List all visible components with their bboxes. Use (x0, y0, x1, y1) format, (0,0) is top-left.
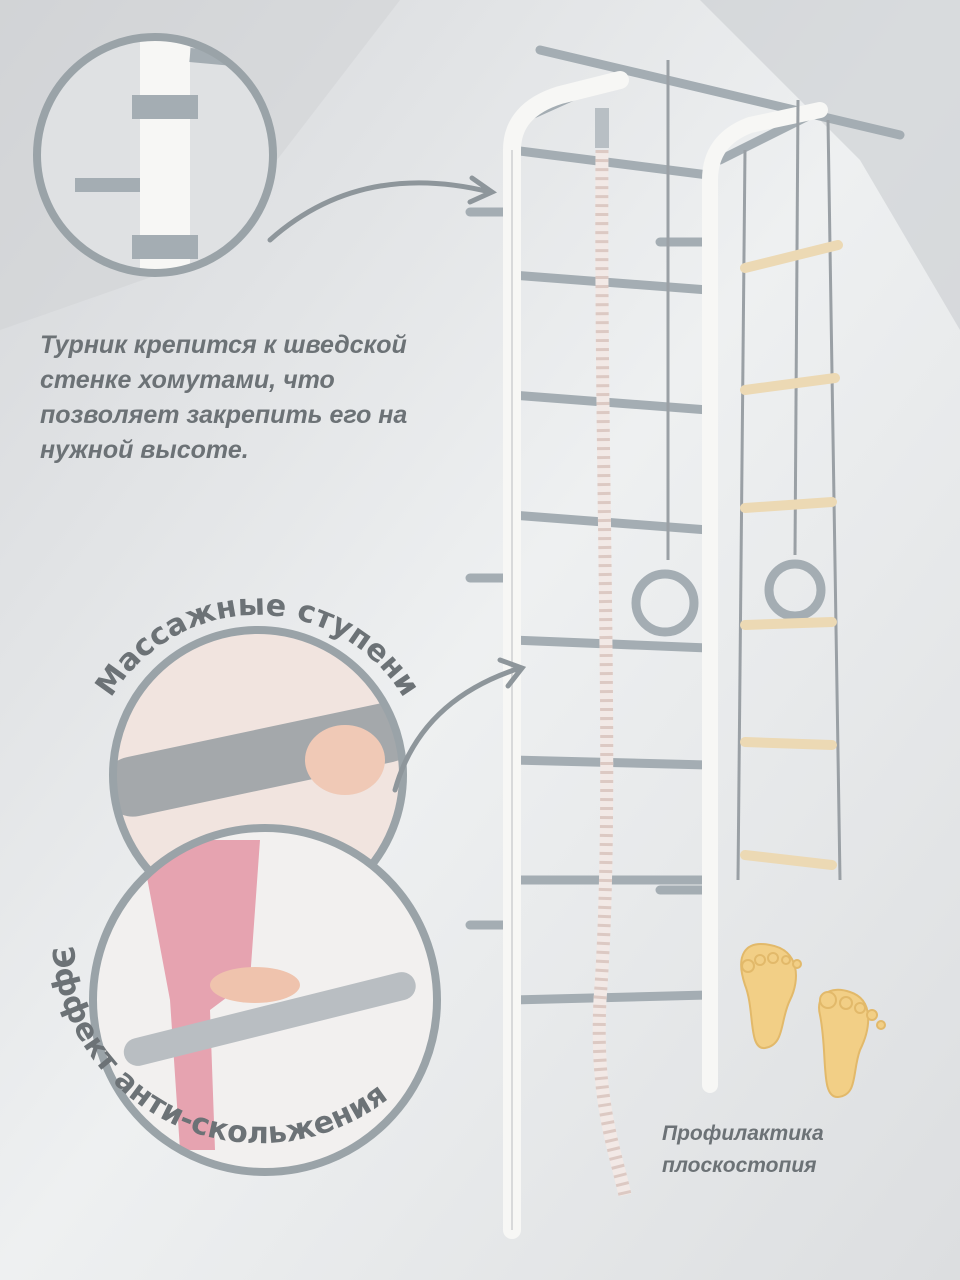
climbing-rope (592, 108, 632, 1197)
gymnastic-rings (631, 60, 826, 637)
clamp-detail-circle (33, 33, 277, 277)
pullup-bar-caption: Турник крепится к шведской стенке хомута… (40, 331, 408, 464)
rope-ladder (736, 119, 843, 881)
anti-slip-circle (89, 824, 441, 1176)
arrow-icon (267, 175, 498, 243)
flatfoot-caption: Профилактика плоскостопия (662, 1122, 824, 1177)
feet-icon (740, 943, 886, 1099)
arrow-icon (392, 657, 527, 793)
